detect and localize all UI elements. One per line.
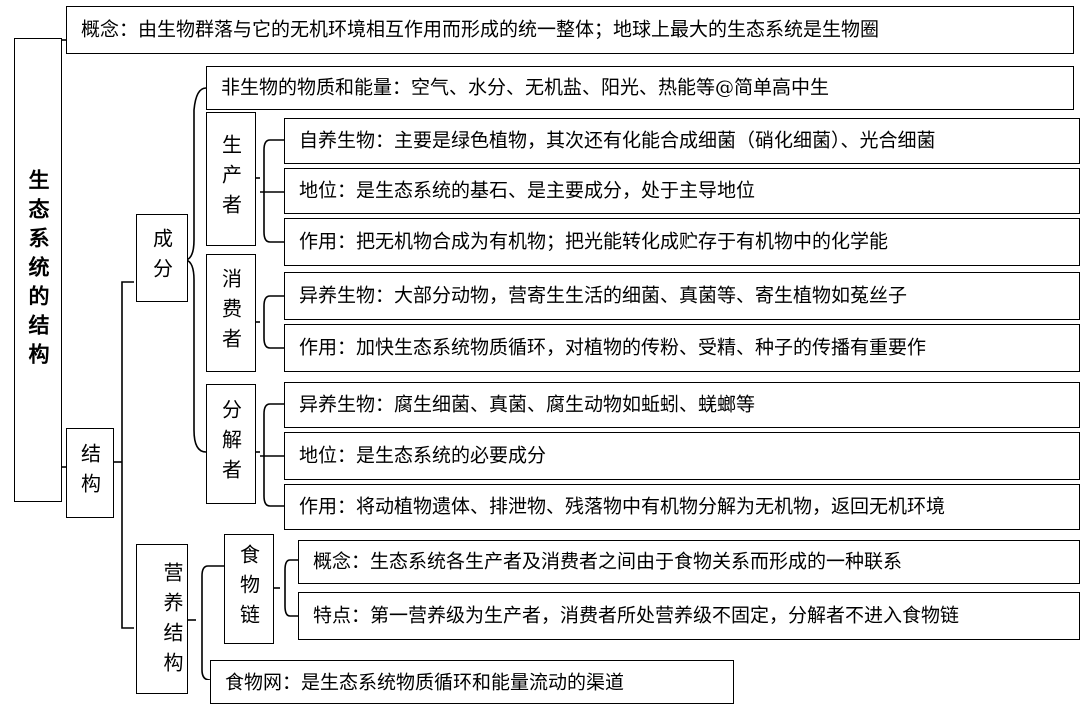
producer-box: 生产者 (206, 112, 256, 246)
decomposer-function-text: 作用：将动植物遗体、排泄物、残落物中有机物分解为无机物，返回无机环境 (299, 495, 946, 518)
producer-item: 作用：把无机物合成为有机物；把光能转化成贮存于有机物中的化学能 (284, 218, 1080, 266)
producer-label: 生产者 (218, 134, 243, 224)
consumer-box: 消费者 (206, 254, 256, 372)
trophic-label: 营养结构 (160, 562, 184, 682)
trophic-box: 营养结构 (136, 544, 188, 694)
components-box: 成分 (136, 214, 188, 302)
food-web-box: 食物网：是生态系统物质循环和能量流动的渠道 (210, 660, 734, 704)
producer-status-text: 地位：是生态系统的基石、是主要成分，处于主导地位 (299, 179, 756, 202)
structure-label: 结构 (77, 443, 102, 503)
consumer-label: 消费者 (218, 268, 243, 358)
food-web-text: 食物网：是生态系统物质循环和能量流动的渠道 (225, 671, 625, 694)
food-chain-concept-text: 概念：生态系统各生产者及消费者之间由于食物关系而形成的一种联系 (313, 550, 903, 573)
root-title-box: 生态系统的结构 (14, 38, 62, 502)
decomposer-item: 异养生物：腐生细菌、真菌、腐生动物如蚯蚓、蜣螂等 (284, 382, 1080, 428)
components-label: 成分 (149, 228, 174, 288)
consumer-item: 作用：加快生态系统物质循环，对植物的传粉、受精、种子的传播有重要作 (284, 324, 1080, 372)
producer-autotroph-text: 自养生物：主要是绿色植物，其次还有化能合成细菌（硝化细菌）、光合细菌 (299, 129, 936, 152)
food-chain-item: 特点：第一营养级为生产者，消费者所处营养级不固定，分解者不进入食物链 (298, 592, 1080, 640)
food-chain-box: 食物链 (224, 534, 274, 644)
producer-function-text: 作用：把无机物合成为有机物；把光能转化成贮存于有机物中的化学能 (299, 230, 889, 253)
abiotic-text: 非生物的物质和能量：空气、水分、无机盐、阳光、热能等@简单高中生 (221, 76, 830, 99)
concept-box: 概念：由生物群落与它的无机环境相互作用而形成的统一整体；地球上最大的生态系统是生… (66, 6, 1074, 54)
abiotic-box: 非生物的物质和能量：空气、水分、无机盐、阳光、热能等@简单高中生 (206, 66, 1074, 110)
decomposer-heterotroph-text: 异养生物：腐生细菌、真菌、腐生动物如蚯蚓、蜣螂等 (299, 393, 756, 416)
decomposer-item: 作用：将动植物遗体、排泄物、残落物中有机物分解为无机物，返回无机环境 (284, 484, 1080, 530)
root-title: 生态系统的结构 (26, 168, 50, 372)
food-chain-item: 概念：生态系统各生产者及消费者之间由于食物关系而形成的一种联系 (298, 540, 1080, 584)
consumer-item: 异养生物：大部分动物，营寄生生活的细菌、真菌等、寄生植物如菟丝子 (284, 272, 1080, 320)
decomposer-label: 分解者 (218, 399, 243, 489)
consumer-heterotroph-text: 异养生物：大部分动物，营寄生生活的细菌、真菌等、寄生植物如菟丝子 (299, 284, 908, 307)
decomposer-status-text: 地位：是生态系统的必要成分 (299, 444, 547, 467)
producer-item: 自养生物：主要是绿色植物，其次还有化能合成细菌（硝化细菌）、光合细菌 (284, 118, 1080, 164)
consumer-function-text: 作用：加快生态系统物质循环，对植物的传粉、受精、种子的传播有重要作 (299, 336, 927, 359)
decomposer-box: 分解者 (206, 384, 256, 504)
structure-box: 结构 (66, 428, 114, 518)
producer-item: 地位：是生态系统的基石、是主要成分，处于主导地位 (284, 168, 1080, 214)
decomposer-item: 地位：是生态系统的必要成分 (284, 432, 1080, 480)
food-chain-feature-text: 特点：第一营养级为生产者，消费者所处营养级不固定，分解者不进入食物链 (313, 604, 960, 627)
concept-text: 概念：由生物群落与它的无机环境相互作用而形成的统一整体；地球上最大的生态系统是生… (81, 18, 880, 41)
food-chain-label: 食物链 (236, 544, 261, 634)
